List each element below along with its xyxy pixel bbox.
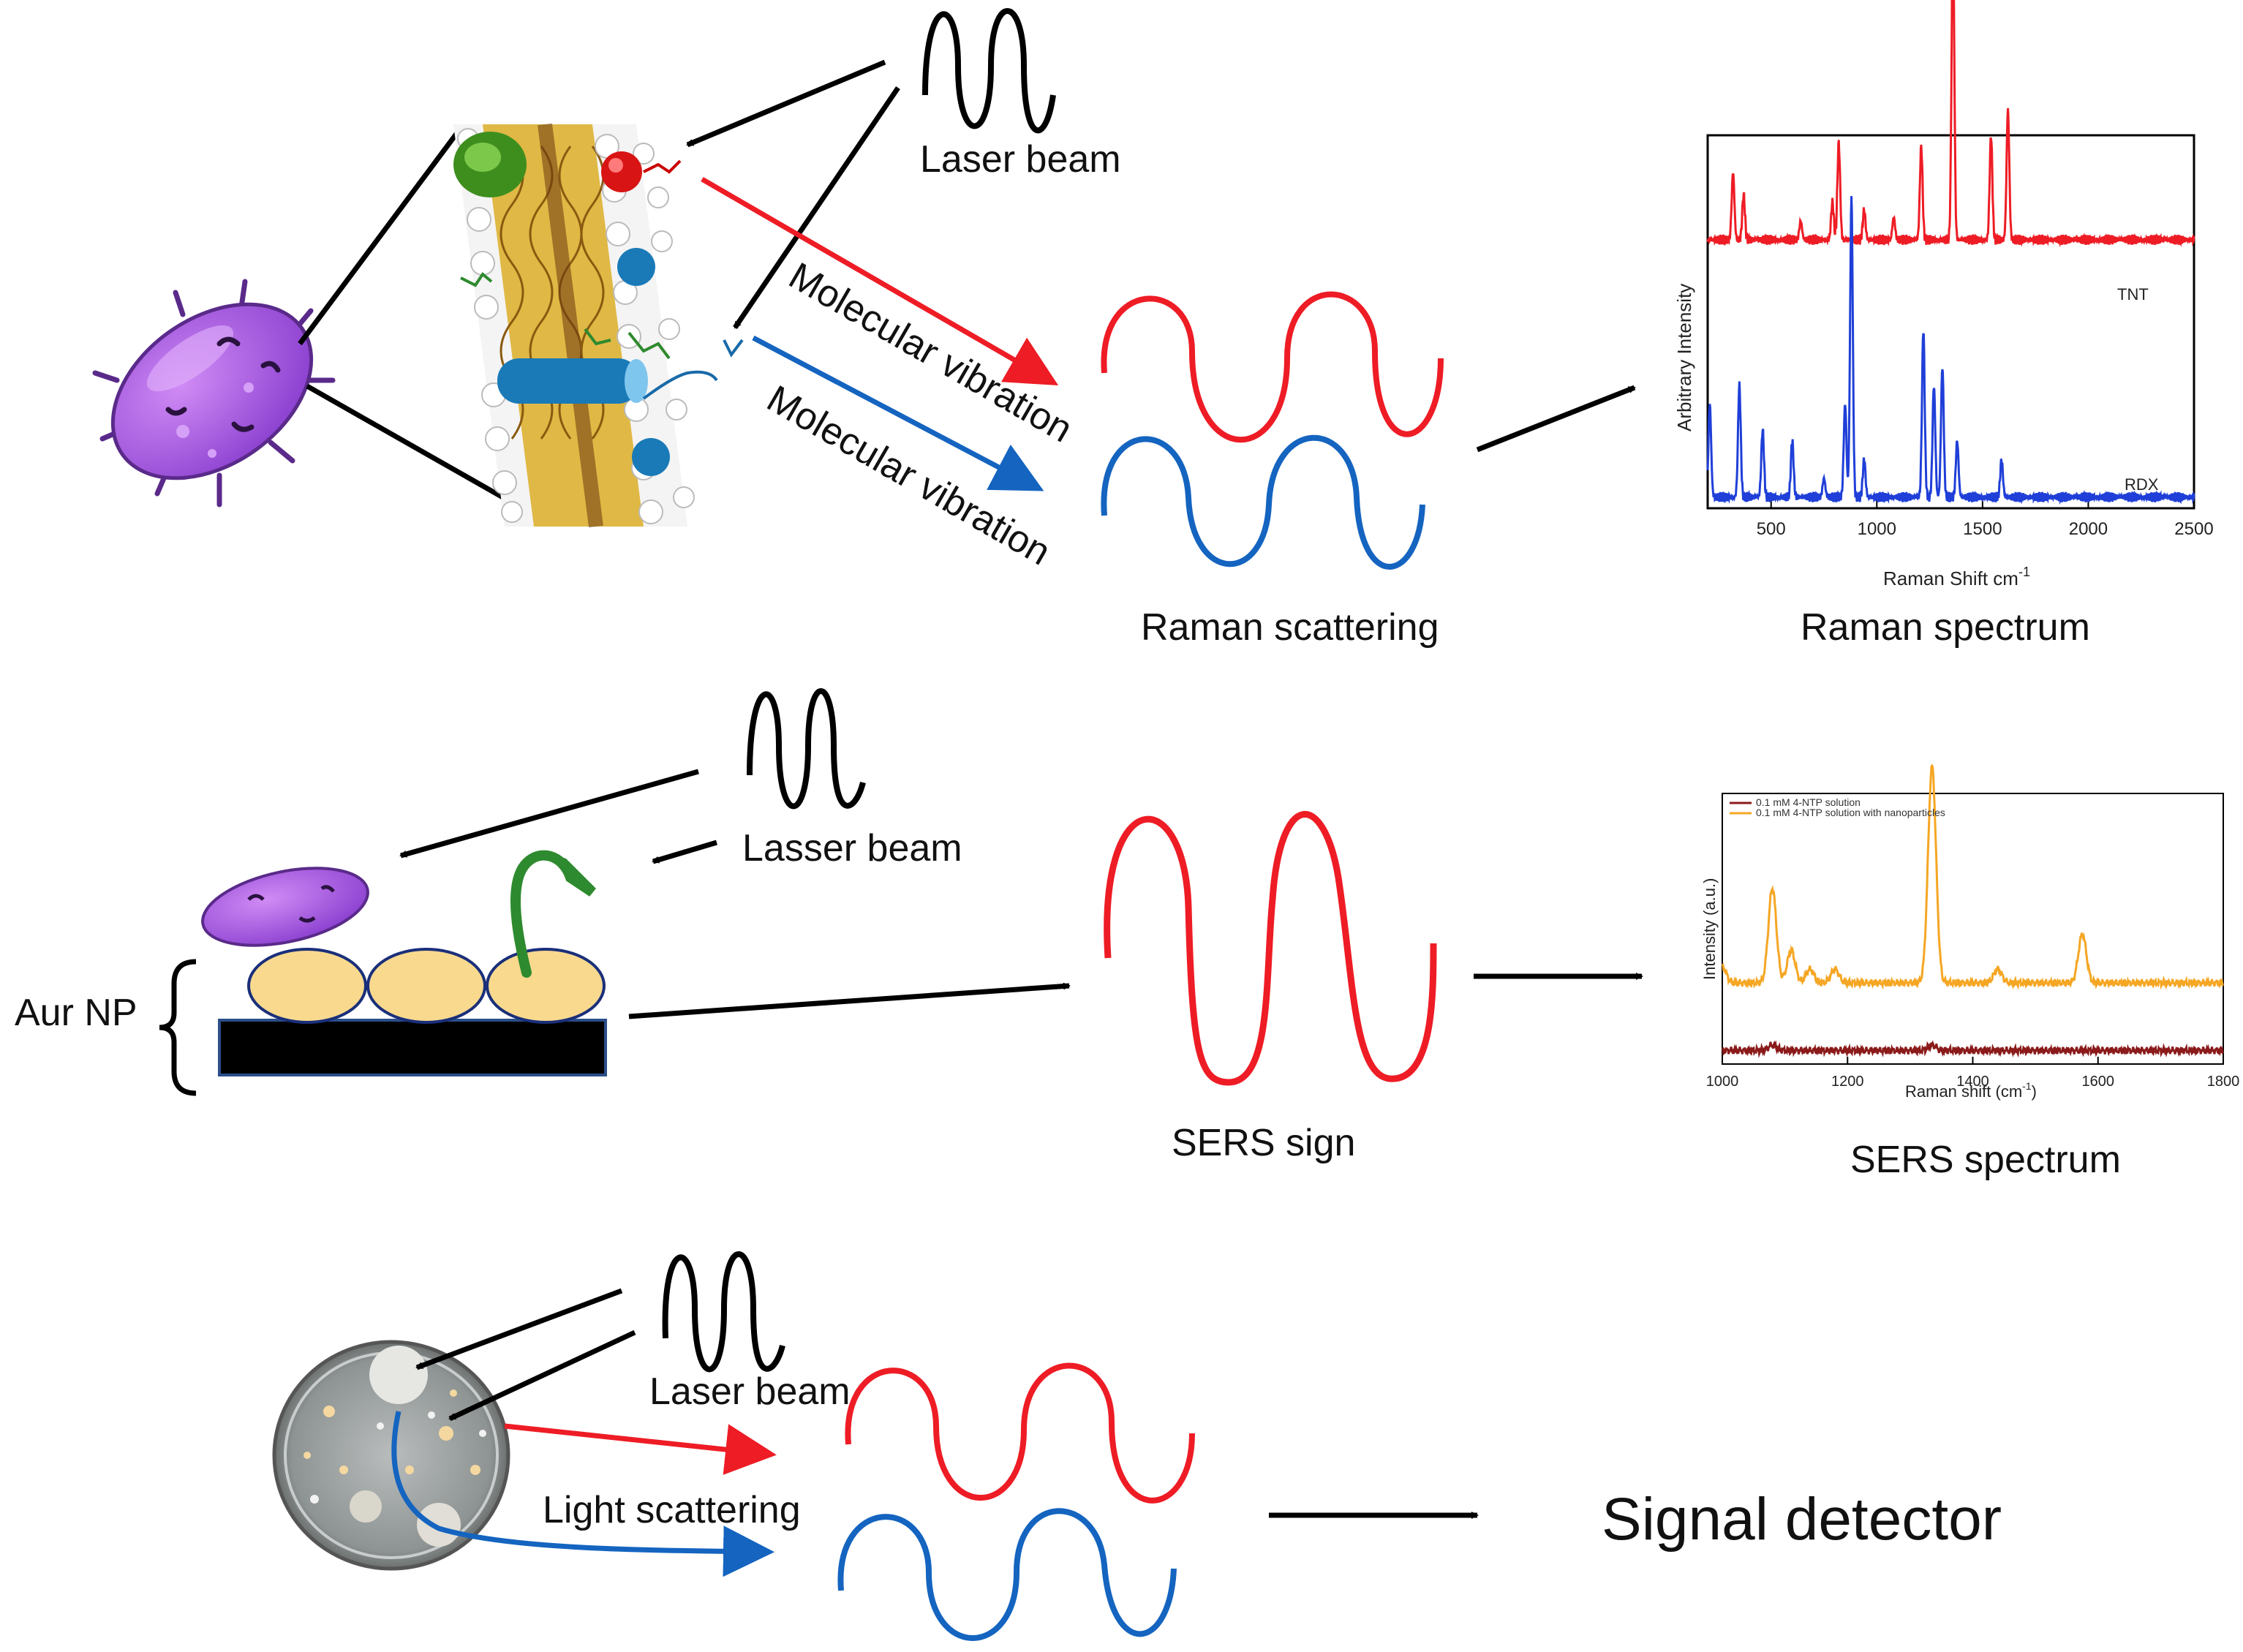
laser-arrow-2a [399, 769, 699, 859]
laser-wave-1 [922, 8, 1056, 134]
sers-red-wave [1104, 811, 1437, 1086]
red-scatter-arrow-3 [504, 1423, 777, 1475]
laser-wave-2 [747, 688, 866, 810]
zoom-line-bottom [306, 383, 517, 508]
chart1-ylabel: Arbitrary Intensity [1673, 284, 1695, 431]
gold-nanoparticle-substrate [218, 850, 607, 1076]
chart2-ylabel: Intensity (a.u.) [1700, 878, 1719, 980]
aur-np-label: Aur NP [15, 992, 137, 1034]
laser-arrow-2b [652, 840, 718, 864]
np-bracket [159, 959, 197, 1096]
light-scattering-label: Light scattering [543, 1489, 801, 1531]
scatter-blue-wave-3 [837, 1508, 1177, 1641]
raman-red-wave [1101, 291, 1444, 443]
x-tick-label: 2000 [2069, 519, 2108, 539]
series-line-1 [1706, 196, 2195, 505]
blue-scatter-arrow-3 [391, 1411, 774, 1577]
substrate-arrow [628, 982, 1071, 1019]
laser-beam-label-3: Laser beam [649, 1370, 851, 1413]
raman-spectrum-caption: Raman spectrum [1801, 606, 2090, 649]
series-line-1 [1721, 763, 2224, 990]
series-line-0 [1722, 1040, 2224, 1058]
blue-scatter-arrow-1 [752, 335, 1044, 491]
to-spectrum-arrow-1 [1476, 385, 1636, 453]
red-scatter-arrow-1 [701, 176, 1059, 386]
scatter-red-wave-3 [845, 1362, 1195, 1504]
legend-label-1: 0.1 mM 4-NTP solution with nanoparticles [1756, 807, 1945, 818]
series-line-0 [1706, 0, 2195, 248]
sers-sign-label: SERS sign [1172, 1122, 1355, 1164]
raman-blue-wave [1101, 434, 1425, 570]
laser-beam-label-1: Laser beam [920, 138, 1121, 181]
x-tick-label: 1800 [2207, 1074, 2240, 1090]
sers-spectrum-chart: Intensity (a.u.) Raman shift (cm-1) 1000… [1700, 763, 2240, 1101]
x-tick-label: 1400 [1956, 1074, 1989, 1090]
laser-arrow-1b [733, 86, 900, 329]
sers-spectrum-caption: SERS spectrum [1850, 1139, 2121, 1181]
x-tick-label: 1200 [1831, 1074, 1864, 1090]
chart2-xlabel: Raman shift (cm-1) [1905, 1080, 2037, 1101]
small-bacterium-icon [201, 867, 369, 947]
laser-arrow-3a [415, 1288, 623, 1370]
x-tick-label: 500 [1757, 519, 1786, 539]
legend-label-0: 0.1 mM 4-NTP solution [1756, 796, 1861, 808]
petri-dish-icon [272, 1340, 510, 1571]
bacterium-icon [92, 279, 336, 508]
x-tick-label: 1000 [1858, 519, 1896, 539]
laser-arrow-3b [448, 1329, 636, 1422]
panel-sers: Lasser beam Aur NP SERS sign Intensity (… [15, 688, 2240, 1181]
panel-raman: Laser beam Molecular vibration Molecular… [92, 0, 2214, 649]
laser-arrow-1a [686, 59, 886, 148]
raman-spectrum-chart: Arbitrary Intensity Raman Shift cm-1 500… [1673, 0, 2214, 589]
panel-light-scattering: Laser beam Light scattering Signal detec… [272, 1251, 2002, 1641]
laser-wave-3 [662, 1251, 785, 1373]
series-label-1: RDX [2125, 475, 2159, 494]
series-label-0: TNT [2117, 285, 2149, 303]
x-tick-label: 1500 [1963, 519, 2002, 539]
lasser-beam-label: Lasser beam [742, 827, 962, 870]
x-tick-label: 1600 [2082, 1074, 2115, 1090]
x-tick-label: 2500 [2174, 519, 2213, 539]
signal-detector-label: Signal detector [1602, 1486, 2002, 1553]
raman-scattering-label: Raman scattering [1141, 606, 1439, 649]
cell-membrane-icon [453, 123, 744, 528]
zoom-line-top [298, 126, 463, 346]
chart1-xlabel: Raman Shift cm-1 [1883, 565, 2030, 589]
x-tick-label: 1000 [1706, 1074, 1739, 1090]
